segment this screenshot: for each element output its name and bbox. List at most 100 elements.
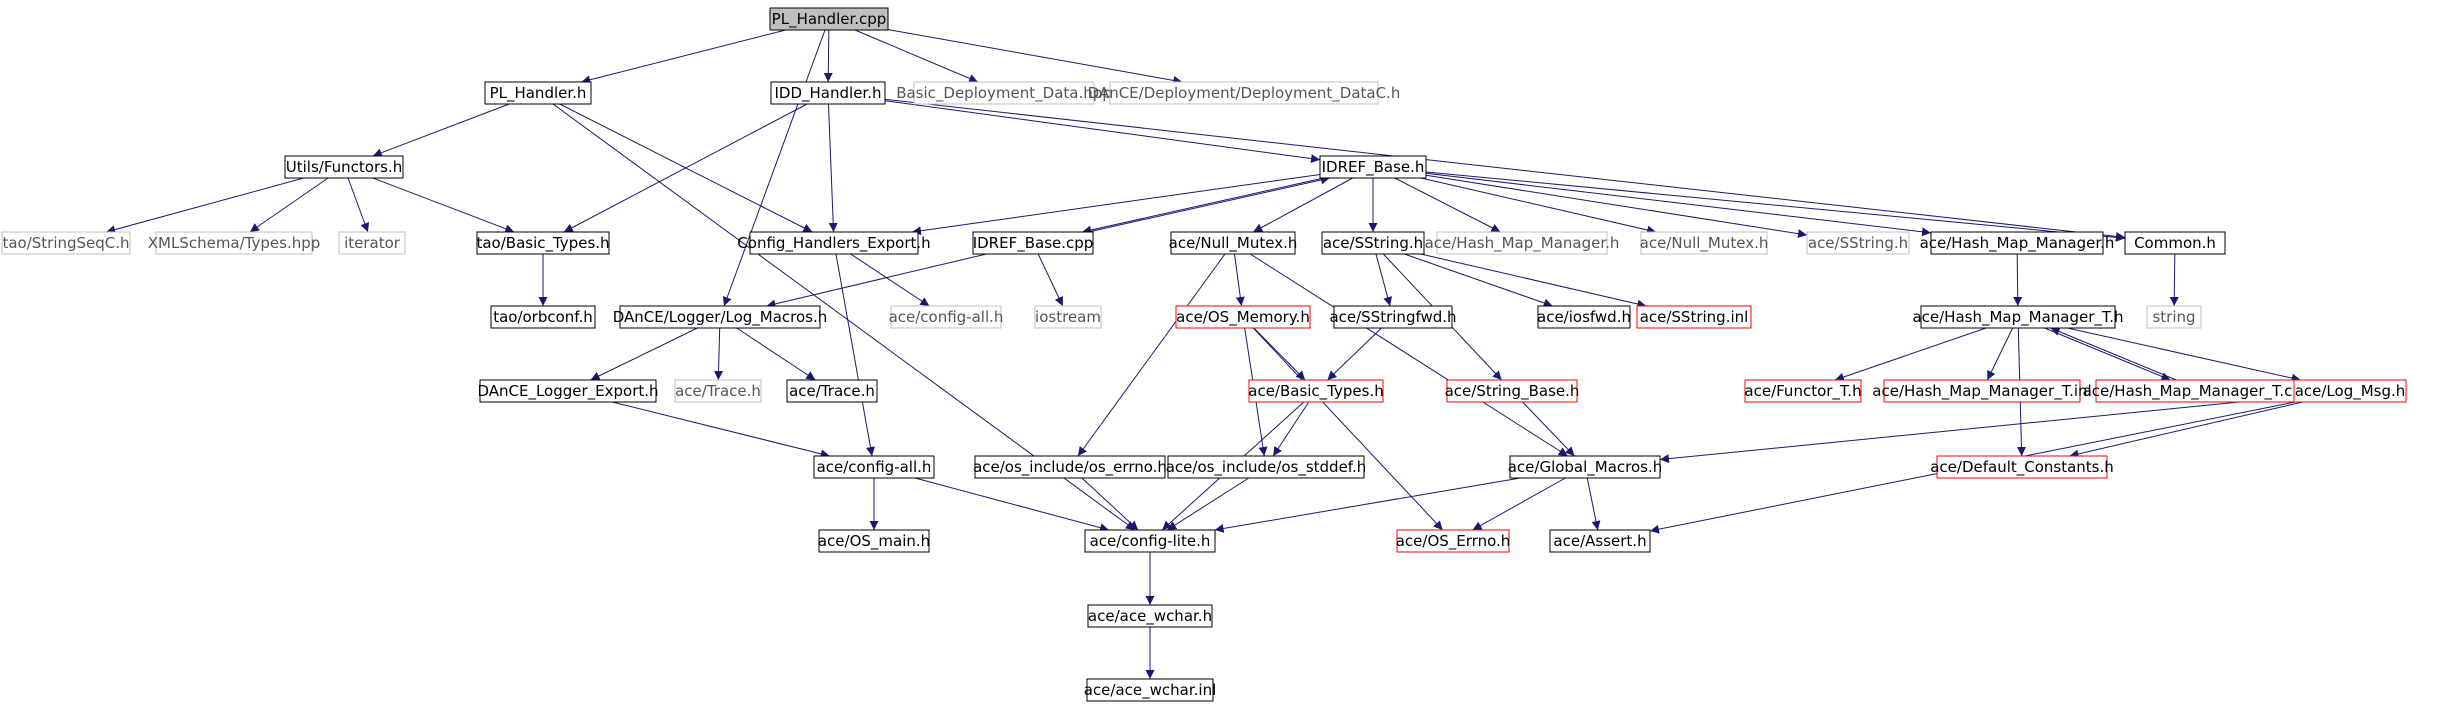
node-ace-ace-wchar-h[interactable]: ace/ace_wchar.h xyxy=(1087,604,1213,628)
edge-ace_os_memory-to-ace_os_errno xyxy=(1252,327,1444,531)
node-box xyxy=(284,155,404,179)
node-ace-log-msg[interactable]: ace/Log_Msg.h xyxy=(2293,379,2407,403)
node-ace-iosfwd[interactable]: ace/iosfwd.h xyxy=(1537,305,1631,329)
node-label: Basic_Deployment_Data.hpp xyxy=(896,84,1112,103)
node-dance-logger-export[interactable]: DAnCE_Logger_Export.h xyxy=(477,379,659,403)
edge-idd_handler_h-to-tao_basic_types xyxy=(563,103,808,233)
node-ace-config-all-g[interactable]: ace/config-all.h xyxy=(889,305,1004,329)
node-box xyxy=(1084,529,1216,553)
node-ace-trace-g[interactable]: ace/Trace.h xyxy=(674,379,762,403)
node-pl-handler-cpp[interactable]: PL_Handler.cpp xyxy=(769,7,889,31)
node-label: ace/Hash_Map_Manager_T.inl xyxy=(1872,382,2091,401)
node-label: ace/os_include/os_stddef.h xyxy=(1166,458,1367,477)
node-ace-hash-map-manager-t-cpp[interactable]: ace/Hash_Map_Manager_T.cpp xyxy=(2083,379,2312,403)
node-label: ace/SString.inl xyxy=(1640,308,1749,326)
node-label: XMLSchema/Types.hpp xyxy=(148,234,321,252)
edge-ace_os_memory-to-ace_basic_types xyxy=(1253,327,1306,381)
node-label: ace/Trace.h xyxy=(675,382,761,400)
edges-layer xyxy=(106,29,2303,679)
edge-ace_os_errno_h-to-ace_config_lite xyxy=(1081,477,1139,531)
node-label: IDREF_Base.cpp xyxy=(973,234,1094,253)
node-ace-sstring-inl[interactable]: ace/SString.inl xyxy=(1636,305,1752,329)
node-box xyxy=(1549,529,1651,553)
node-ace-functor-t[interactable]: ace/Functor_T.h xyxy=(1744,379,1862,403)
node-ace-hash-map-manager-g[interactable]: ace/Hash_Map_Manager.h xyxy=(1425,231,1620,255)
node-idref-base-h[interactable]: IDREF_Base.h xyxy=(1319,155,1427,179)
node-label: ace/config-lite.h xyxy=(1090,532,1211,550)
node-idd-handler-h[interactable]: IDD_Handler.h xyxy=(770,81,886,105)
node-ace-sstring-b[interactable]: ace/SString.h xyxy=(1321,231,1425,255)
node-label: ace/os_include/os_errno.h xyxy=(973,458,1167,477)
edge-ace_hash_map_manager_t_h-to-ace_log_msg xyxy=(2067,327,2301,383)
edge-ace_config_all_b-to-ace_config_lite xyxy=(914,477,1110,533)
edge-pl_handler_h-to-utils_functors xyxy=(372,103,510,157)
node-label: ace/SString.h xyxy=(1323,234,1423,252)
node-ace-os-memory[interactable]: ace/OS_Memory.h xyxy=(1175,305,1311,329)
node-ace-os-errno-h[interactable]: ace/os_include/os_errno.h xyxy=(973,455,1167,479)
node-dance-deployment-datac[interactable]: DAnCE/Deployment/Deployment_DataC.h xyxy=(1088,81,1401,105)
node-ace-os-errno[interactable]: ace/OS_Errno.h xyxy=(1396,529,1511,553)
node-box xyxy=(1396,529,1510,553)
node-config-handlers-export[interactable]: Config_Handlers_Export.h xyxy=(737,231,931,255)
node-box xyxy=(479,379,657,403)
node-iostream[interactable]: iostream xyxy=(1034,305,1102,329)
node-ace-trace-b[interactable]: ace/Trace.h xyxy=(786,379,878,403)
edge-utils_functors-to-iterator xyxy=(347,177,370,233)
node-ace-config-lite[interactable]: ace/config-lite.h xyxy=(1084,529,1216,553)
edge-dance_log_macros-to-ace_trace_g xyxy=(714,327,724,381)
node-label: ace/OS_Memory.h xyxy=(1176,308,1310,327)
edge-ace_hash_map_manager_t_h-to-ace_functor_t xyxy=(1834,327,1987,382)
node-label: ace/SString.h xyxy=(1808,234,1908,252)
edge-ace_hash_map_manager_t_h-to-ace_hash_map_manager_t_cpp xyxy=(2044,327,2171,381)
node-ace-global-macros[interactable]: ace/Global_Macros.h xyxy=(1508,455,1663,479)
node-ace-hash-map-manager-t-h[interactable]: ace/Hash_Map_Manager_T.h xyxy=(1912,305,2124,329)
node-string[interactable]: string xyxy=(2146,305,2202,329)
node-box xyxy=(1,231,131,255)
node-ace-os-stddef[interactable]: ace/os_include/os_stddef.h xyxy=(1166,455,1367,479)
node-ace-ace-wchar-inl[interactable]: ace/ace_wchar.inl xyxy=(1084,678,1217,702)
node-ace-null-mutex-g[interactable]: ace/Null_Mutex.h xyxy=(1640,231,1769,255)
node-ace-hash-map-manager-b[interactable]: ace/Hash_Map_Manager.h xyxy=(1920,231,2115,255)
node-tao-basic-types[interactable]: tao/Basic_Types.h xyxy=(476,231,610,255)
edge-ace_global_macros-to-ace_os_errno xyxy=(1472,477,1566,531)
node-box xyxy=(1636,305,1752,329)
node-label: ace/Assert.h xyxy=(1553,532,1646,550)
node-ace-hash-map-manager-t-inl[interactable]: ace/Hash_Map_Manager_T.inl xyxy=(1872,379,2092,403)
node-box xyxy=(1109,81,1379,105)
edge-idref_base_h-to-idref_base_cpp xyxy=(1082,177,1324,235)
edge-ace_os_stddef-to-ace_config_lite xyxy=(1166,477,1250,531)
node-pl-handler-h[interactable]: PL_Handler.h xyxy=(484,81,592,105)
node-common-h[interactable]: Common.h xyxy=(2124,231,2226,255)
node-box xyxy=(769,7,889,31)
node-box xyxy=(155,231,313,255)
node-tao-stringseqc[interactable]: tao/StringSeqC.h xyxy=(1,231,131,255)
node-box xyxy=(2293,379,2407,403)
node-idref-base-cpp[interactable]: IDREF_Base.cpp xyxy=(972,231,1094,255)
node-box xyxy=(1170,231,1296,255)
node-dance-log-macros[interactable]: DAnCE/Logger/Log_Macros.h xyxy=(613,305,828,329)
node-iterator[interactable]: iterator xyxy=(338,231,406,255)
node-box xyxy=(770,81,886,105)
node-label: ace/iosfwd.h xyxy=(1537,308,1631,326)
node-ace-sstringfwd[interactable]: ace/SStringfwd.h xyxy=(1329,305,1457,329)
node-ace-basic-types[interactable]: ace/Basic_Types.h xyxy=(1248,379,1384,403)
node-box xyxy=(619,305,821,329)
edge-idref_base_h-to-config_handlers_export xyxy=(911,173,1321,236)
node-ace-string-base[interactable]: ace/String_Base.h xyxy=(1445,379,1580,403)
edge-ace_basic_types-to-ace_os_stddef xyxy=(1272,401,1310,457)
node-tao-orbconf[interactable]: tao/orbconf.h xyxy=(490,305,596,329)
edge-ace_null_mutex_b-to-ace_os_errno_h xyxy=(1077,253,1226,457)
node-ace-default-constants[interactable]: ace/Default_Constants.h xyxy=(1930,455,2114,479)
edge-utils_functors-to-xmlschema_types xyxy=(249,177,329,233)
node-ace-os-main[interactable]: ace/OS_main.h xyxy=(818,529,930,553)
node-basic-deployment-data[interactable]: Basic_Deployment_Data.hpp xyxy=(896,81,1112,105)
node-xmlschema-types[interactable]: XMLSchema/Types.hpp xyxy=(148,231,321,255)
node-utils-functors[interactable]: Utils/Functors.h xyxy=(284,155,404,179)
node-ace-null-mutex-b[interactable]: ace/Null_Mutex.h xyxy=(1169,231,1298,255)
node-ace-config-all-b[interactable]: ace/config-all.h xyxy=(813,455,935,479)
edge-idref_base_h-to-ace_null_mutex_b xyxy=(1253,177,1353,233)
node-ace-assert[interactable]: ace/Assert.h xyxy=(1549,529,1651,553)
node-ace-sstring-g[interactable]: ace/SString.h xyxy=(1806,231,1910,255)
node-box xyxy=(1920,305,2116,329)
node-label: ace/Default_Constants.h xyxy=(1930,458,2114,477)
